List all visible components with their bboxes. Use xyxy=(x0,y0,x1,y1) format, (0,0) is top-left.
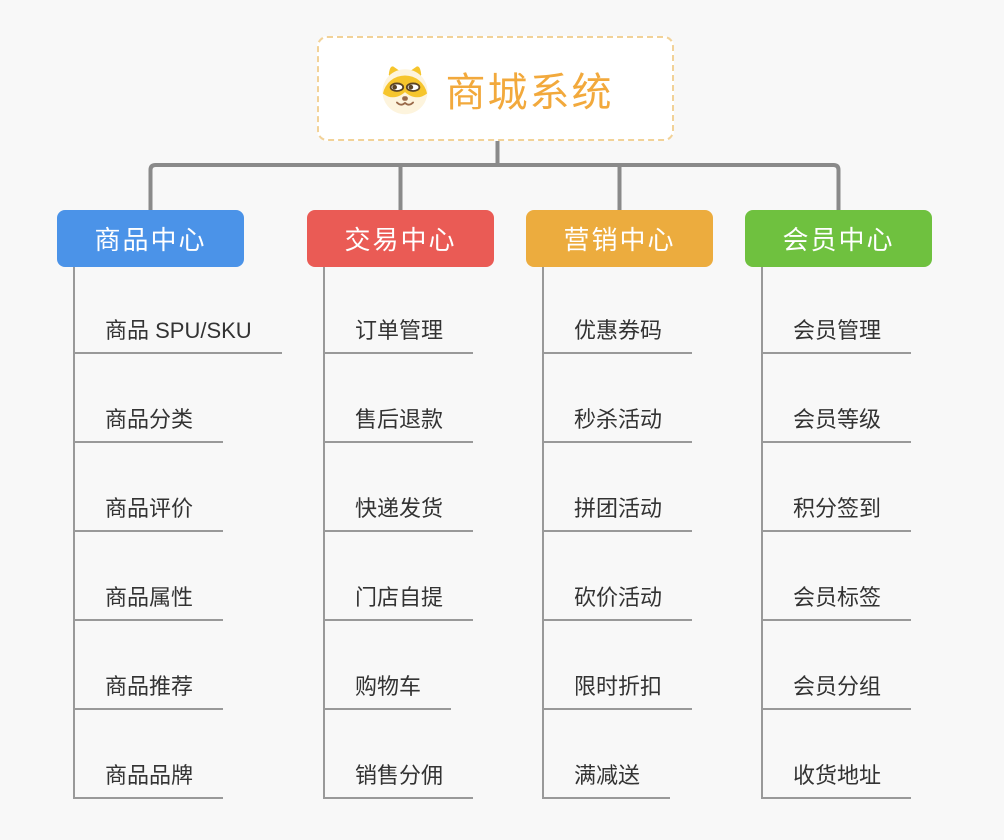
branch-item-label: 会员等级 xyxy=(761,409,912,443)
branch-item[interactable]: 购物车 xyxy=(323,621,452,710)
branch-item[interactable]: 积分签到 xyxy=(761,443,912,532)
branch-item[interactable]: 商品品牌 xyxy=(73,710,224,799)
branch-item[interactable]: 会员标签 xyxy=(761,532,912,621)
branch-item-label: 优惠券码 xyxy=(542,320,693,354)
branch-item[interactable]: 砍价活动 xyxy=(542,532,693,621)
branch-item-label: 商品推荐 xyxy=(73,676,224,710)
branch-header[interactable]: 营销中心 xyxy=(526,210,713,267)
branch-item-label: 销售分佣 xyxy=(323,765,474,799)
branch-item-label: 限时折扣 xyxy=(542,676,693,710)
branch-trunk-line xyxy=(761,267,763,799)
branch-item[interactable]: 快递发货 xyxy=(323,443,474,532)
branch-item[interactable]: 会员分组 xyxy=(761,621,912,710)
branch-header[interactable]: 交易中心 xyxy=(307,210,494,267)
branch-item-label: 售后退款 xyxy=(323,409,474,443)
branch-item-label: 商品品牌 xyxy=(73,765,224,799)
branch-item[interactable]: 商品 SPU/SKU xyxy=(73,265,282,354)
branch-trunk-line xyxy=(323,267,325,799)
branch-item[interactable]: 销售分佣 xyxy=(323,710,474,799)
branch-item-label: 订单管理 xyxy=(323,320,474,354)
branch-item[interactable]: 拼团活动 xyxy=(542,443,693,532)
branch-items: 会员管理会员等级积分签到会员标签会员分组收货地址 xyxy=(761,265,912,799)
branch-item[interactable]: 收货地址 xyxy=(761,710,912,799)
branch-item-label: 商品评价 xyxy=(73,498,224,532)
branch-item[interactable]: 会员管理 xyxy=(761,265,912,354)
branch-item-label: 会员标签 xyxy=(761,587,912,621)
branch-item-label: 门店自提 xyxy=(323,587,474,621)
branch-item[interactable]: 满减送 xyxy=(542,710,671,799)
branch-item[interactable]: 商品分类 xyxy=(73,354,224,443)
branch-item[interactable]: 优惠券码 xyxy=(542,265,693,354)
branch-trunk-line xyxy=(542,267,544,799)
branch-item[interactable]: 会员等级 xyxy=(761,354,912,443)
branch-item-label: 满减送 xyxy=(542,765,671,799)
branch-item-label: 商品分类 xyxy=(73,409,224,443)
branch-item[interactable]: 售后退款 xyxy=(323,354,474,443)
branch-item-label: 秒杀活动 xyxy=(542,409,693,443)
root-title: 商城系统 xyxy=(445,70,614,115)
branch-item[interactable]: 门店自提 xyxy=(323,532,474,621)
branch-header[interactable]: 商品中心 xyxy=(57,210,244,267)
branch-item-label: 购物车 xyxy=(323,676,452,710)
branch-items: 订单管理售后退款快递发货门店自提购物车销售分佣 xyxy=(323,265,474,799)
branch-item[interactable]: 商品评价 xyxy=(73,443,224,532)
branch-item[interactable]: 商品属性 xyxy=(73,532,224,621)
branch-item[interactable]: 秒杀活动 xyxy=(542,354,693,443)
branch-item-label: 会员分组 xyxy=(761,676,912,710)
branch-trunk-line xyxy=(73,267,75,799)
branch-item-label: 积分签到 xyxy=(761,498,912,532)
branch-item-label: 商品属性 xyxy=(73,587,224,621)
branch-item-label: 商品 SPU/SKU xyxy=(73,320,282,354)
branch-item-label: 砍价活动 xyxy=(542,587,693,621)
branch-item-label: 收货地址 xyxy=(761,765,912,799)
branch-item[interactable]: 订单管理 xyxy=(323,265,474,354)
branch-item-label: 拼团活动 xyxy=(542,498,693,532)
doge-icon xyxy=(382,65,427,114)
branch-header[interactable]: 会员中心 xyxy=(745,210,932,267)
branch-items: 优惠券码秒杀活动拼团活动砍价活动限时折扣满减送 xyxy=(542,265,693,799)
branch-item-label: 快递发货 xyxy=(323,498,474,532)
branch-item[interactable]: 商品推荐 xyxy=(73,621,224,710)
branch-item[interactable]: 限时折扣 xyxy=(542,621,693,710)
root-node[interactable]: 商城系统 xyxy=(317,36,674,141)
branch-items: 商品 SPU/SKU 商品分类商品评价商品属性商品推荐商品品牌 xyxy=(73,265,282,799)
branch-item-label: 会员管理 xyxy=(761,320,912,354)
